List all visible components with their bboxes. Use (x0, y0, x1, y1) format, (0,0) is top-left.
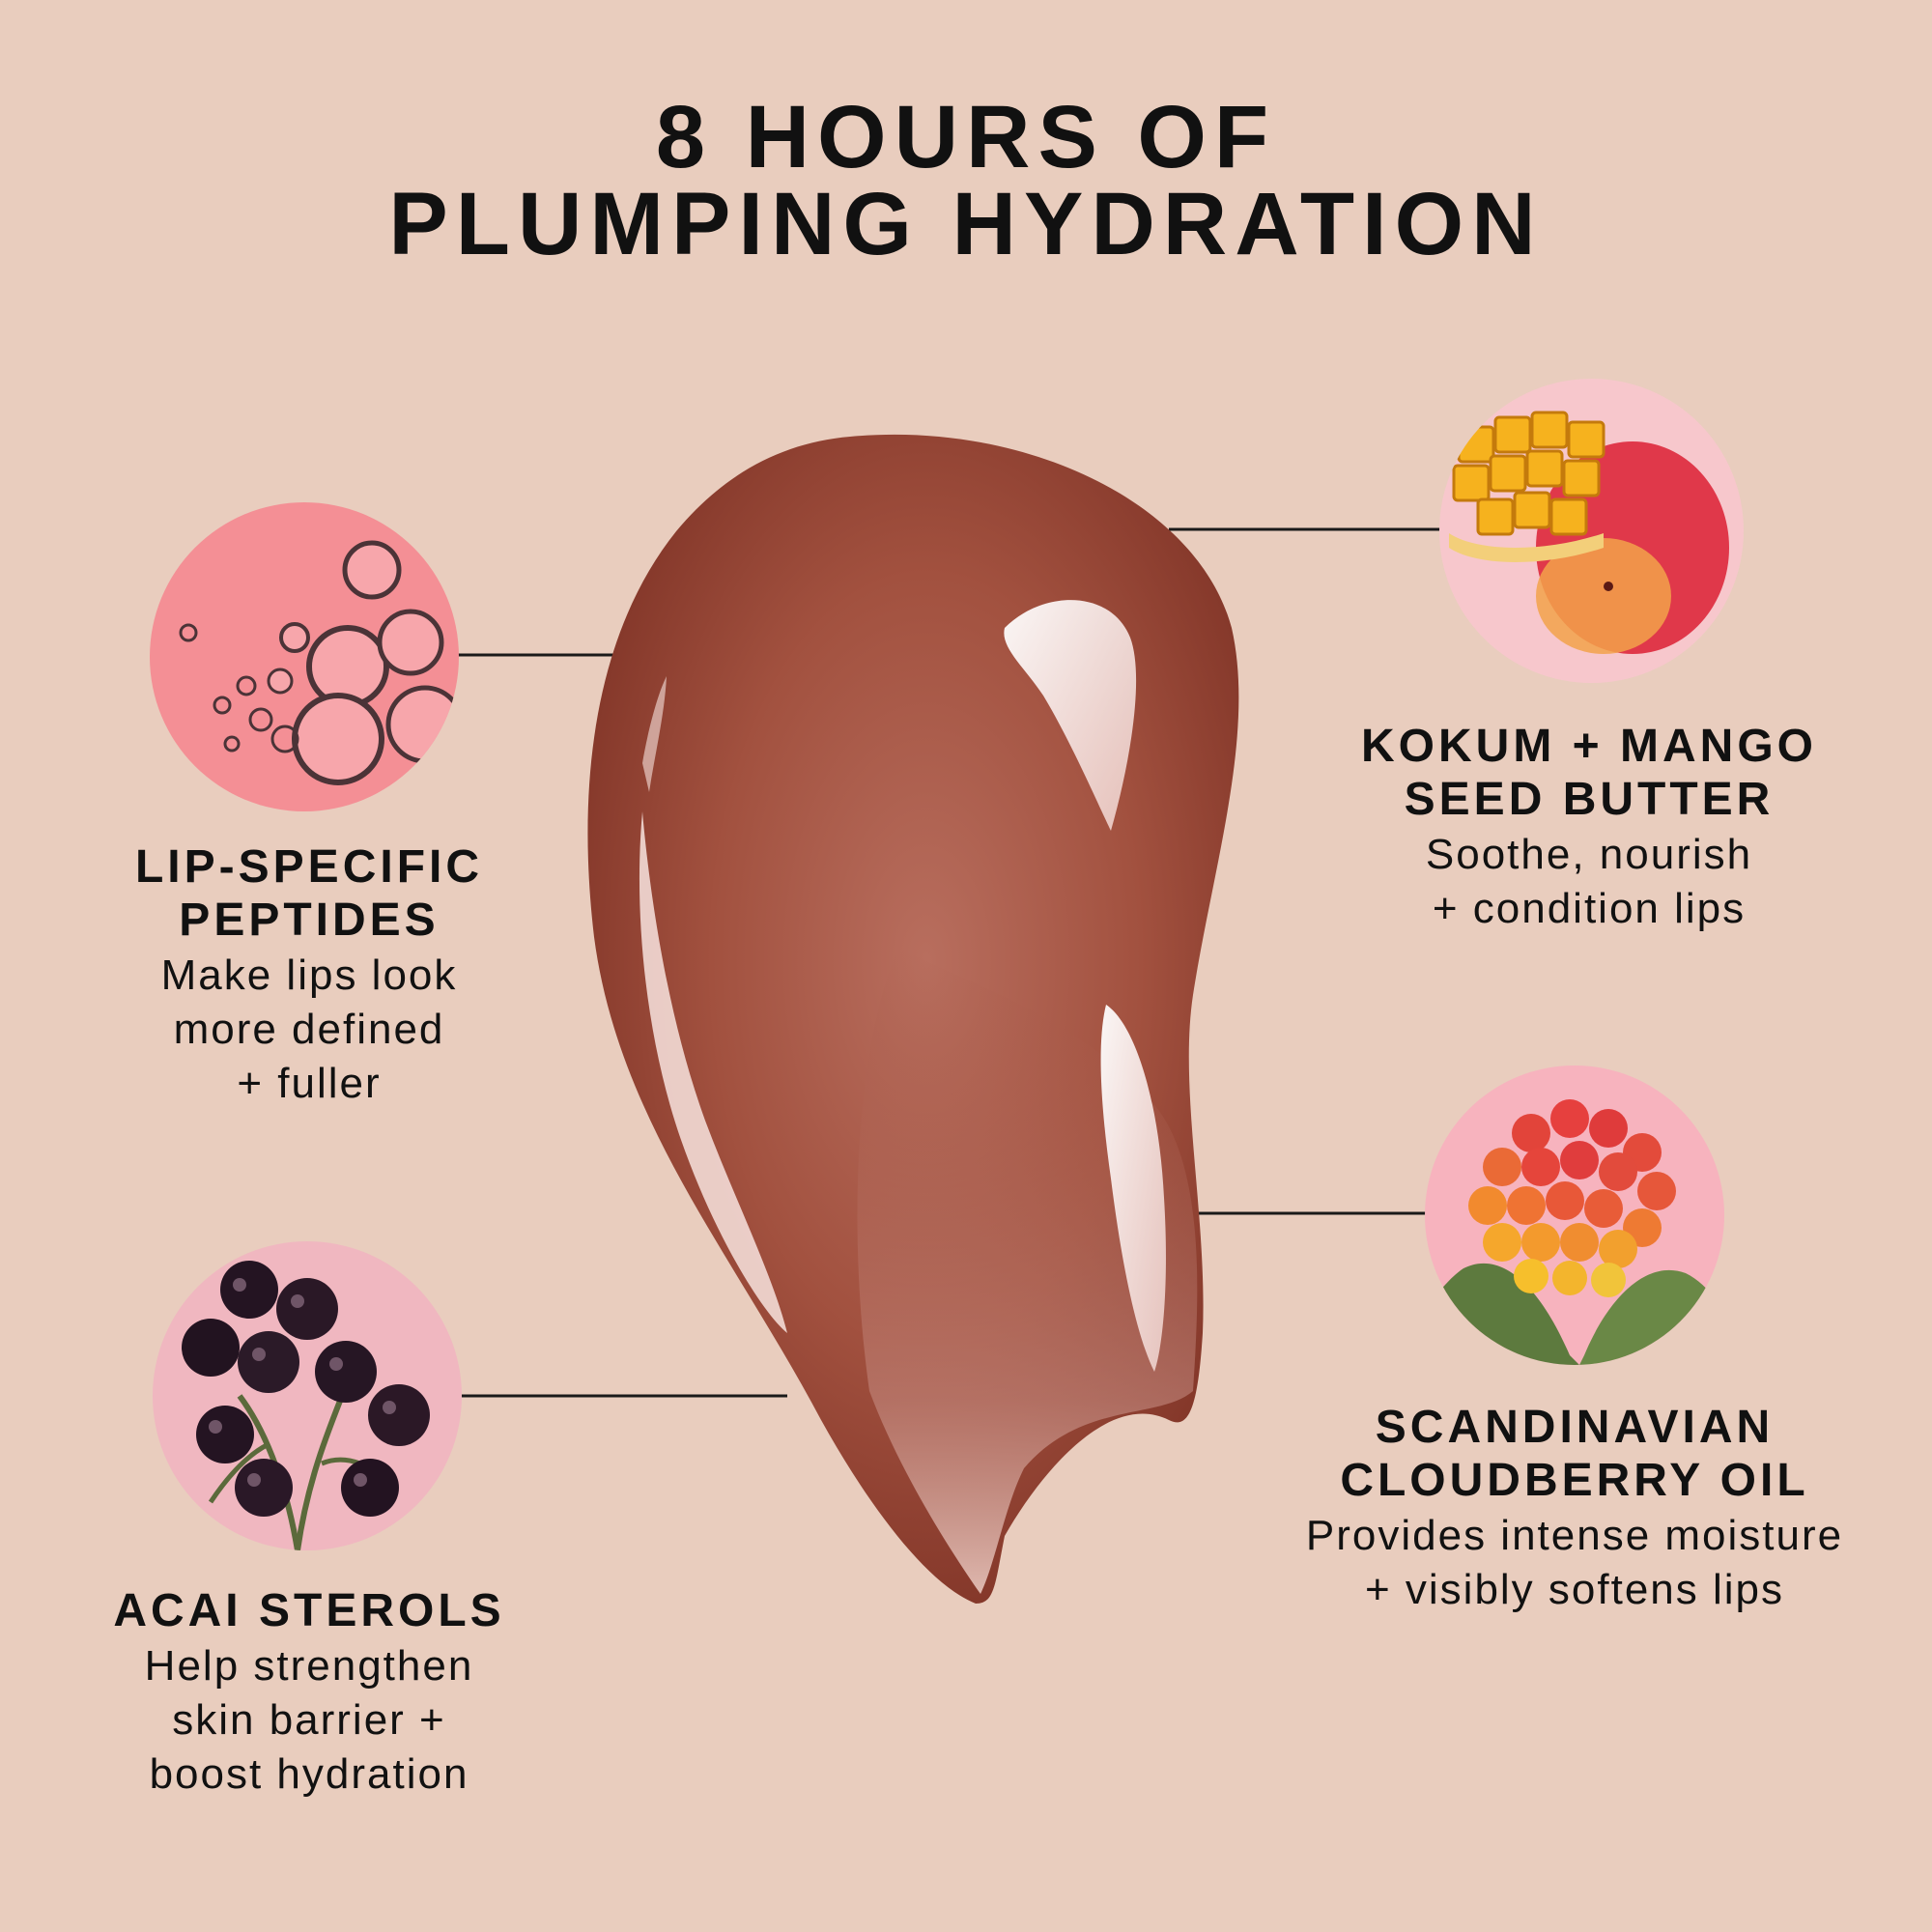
ingredient-description: Help strengthen (144, 1642, 474, 1690)
ingredient-description: Provides intense moisture (1305, 1512, 1844, 1559)
acai-berries-icon (153, 1241, 462, 1550)
acai-image (153, 1241, 462, 1550)
swatch-highlight-right (1100, 1005, 1166, 1372)
ingredient-description: + fuller (237, 1060, 382, 1107)
ingredient-heading: PEPTIDES (179, 895, 440, 946)
ingredient-heading: SCANDINAVIAN (1375, 1402, 1775, 1453)
oil-bubbles-icon (150, 502, 459, 811)
swatch-highlight-top (1004, 600, 1137, 831)
ingredient-acai: ACAI STEROLS Help strengthen skin barrie… (39, 1584, 580, 1802)
ingredient-description: + visibly softens lips (1364, 1566, 1785, 1613)
ingredient-peptides: LIP-SPECIFIC PEPTIDES Make lips look mor… (39, 840, 580, 1111)
ingredient-heading: SEED BUTTER (1404, 774, 1775, 825)
swatch-highlight-left (639, 811, 787, 1333)
swatch-highlight-left-upper (642, 676, 667, 792)
title-line-1: 8 HOURS OF (655, 88, 1277, 186)
mango-image (1439, 379, 1744, 683)
cloudberry-image (1425, 1065, 1724, 1365)
ingredient-heading: ACAI STEROLS (113, 1585, 505, 1636)
mango-icon (1439, 379, 1744, 683)
ingredient-description: skin barrier + (172, 1696, 446, 1744)
ingredient-description: boost hydration (149, 1750, 469, 1798)
title-line-2: PLUMPING HYDRATION (388, 175, 1544, 273)
ingredient-heading: CLOUDBERRY OIL (1340, 1455, 1809, 1506)
ingredient-heading: KOKUM + MANGO (1361, 721, 1817, 772)
peptides-image (150, 502, 459, 811)
ingredient-description: Make lips look (160, 952, 458, 999)
ingredient-description: more defined (173, 1006, 445, 1053)
ingredient-description: + condition lips (1432, 885, 1747, 932)
ingredient-heading: LIP-SPECIFIC (134, 841, 484, 893)
ingredient-description: Soothe, nourish (1425, 831, 1753, 878)
ingredient-mango: KOKUM + MANGO SEED BUTTER Soothe, nouris… (1294, 720, 1884, 936)
ingredient-cloudberry: SCANDINAVIAN CLOUDBERRY OIL Provides int… (1246, 1401, 1903, 1617)
cloudberry-icon (1425, 1065, 1724, 1365)
